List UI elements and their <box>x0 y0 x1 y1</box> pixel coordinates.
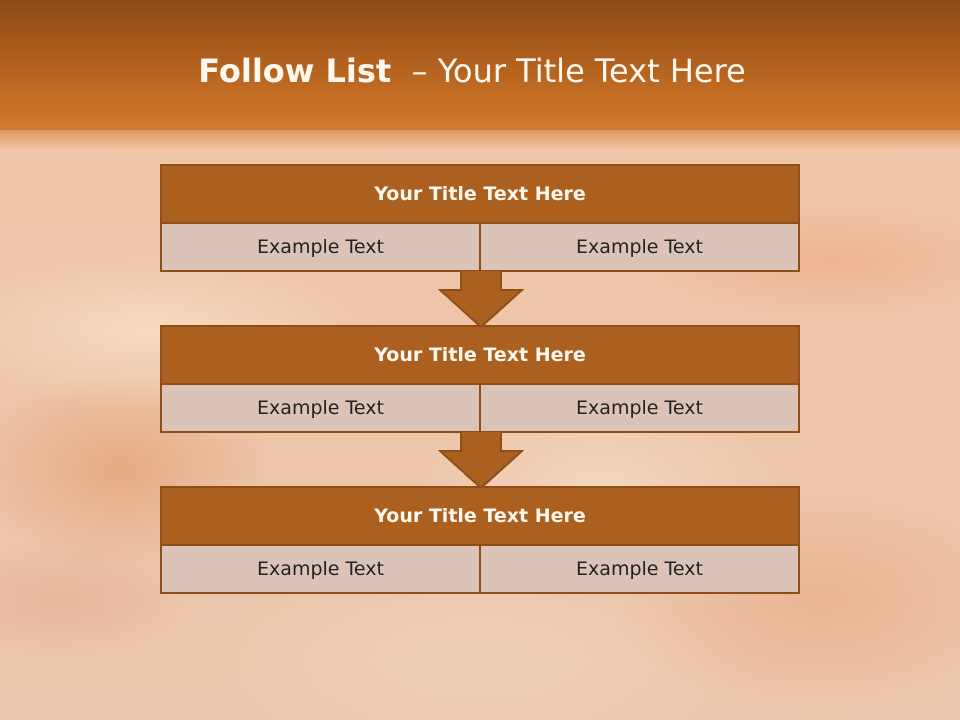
slide-title-rest: – Your Title Text Here <box>411 52 746 90</box>
header-band <box>0 0 960 130</box>
step-title: Your Title Text Here <box>162 488 798 546</box>
step-row: Example Text Example Text <box>162 385 798 431</box>
step-cell-right: Example Text <box>479 385 798 431</box>
step-box-3: Your Title Text Here Example Text Exampl… <box>160 486 800 594</box>
down-arrow-icon <box>438 431 524 489</box>
step-cell-left: Example Text <box>162 224 479 270</box>
slide-title: Follow List – Your Title Text Here <box>0 52 944 90</box>
step-row: Example Text Example Text <box>162 224 798 270</box>
header-fade <box>0 124 960 150</box>
step-title: Your Title Text Here <box>162 327 798 385</box>
down-arrow-icon <box>438 270 524 328</box>
step-box-2: Your Title Text Here Example Text Exampl… <box>160 325 800 433</box>
step-title: Your Title Text Here <box>162 166 798 224</box>
step-row: Example Text Example Text <box>162 546 798 592</box>
step-cell-right: Example Text <box>479 546 798 592</box>
step-cell-right: Example Text <box>479 224 798 270</box>
step-cell-left: Example Text <box>162 546 479 592</box>
step-cell-left: Example Text <box>162 385 479 431</box>
slide-title-bold: Follow List <box>198 52 392 90</box>
step-box-1: Your Title Text Here Example Text Exampl… <box>160 164 800 272</box>
